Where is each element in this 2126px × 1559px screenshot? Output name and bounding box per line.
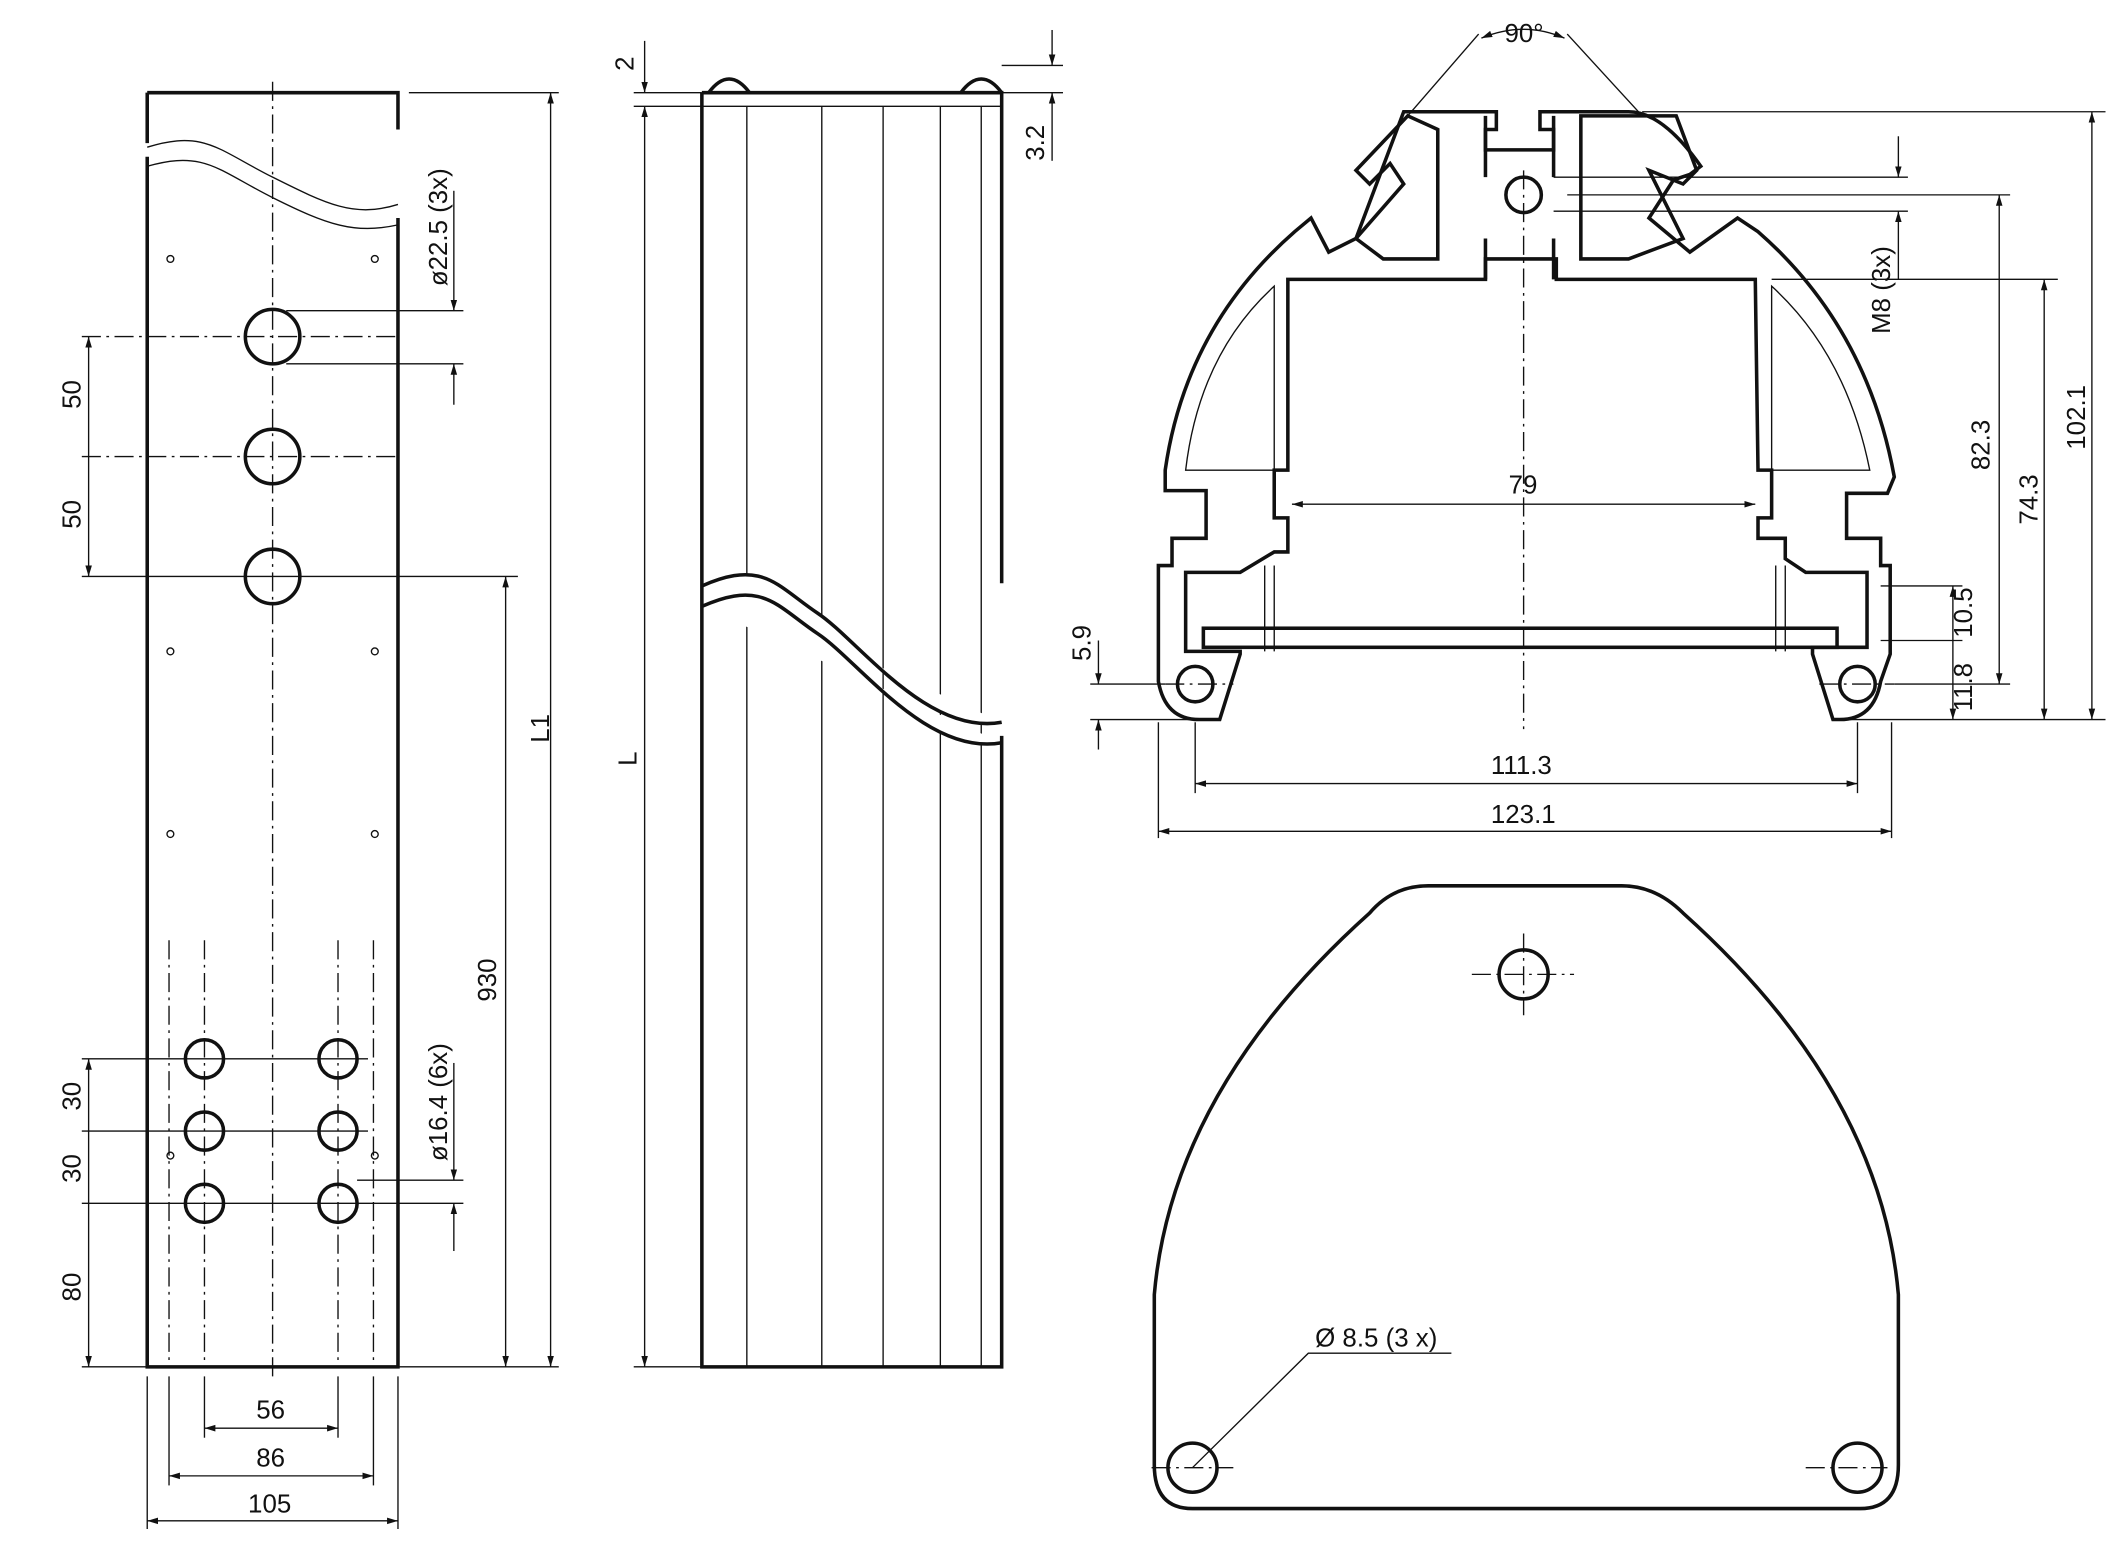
dim-74-3: 74.3	[2015, 474, 2043, 524]
mounting-dot	[370, 1151, 379, 1160]
hole-label: Ø 8.5 (3 x)	[1315, 1324, 1437, 1352]
profile-section: 90° M8 (3x) 82.3 74.3 102.1 10.5 11.8 79…	[1068, 20, 2106, 839]
dim-bottom-offset: 80	[58, 1273, 86, 1302]
dim-pitch-4: 30	[58, 1154, 86, 1183]
dim-L1: L1	[527, 714, 555, 743]
front-view: 50 50 ø22.5 (3x) 30 30 80 ø16.4 (6x) 930…	[58, 81, 559, 1530]
mounting-dot	[166, 647, 175, 656]
mounting-dot	[370, 254, 379, 264]
dim-11-8: 11.8	[1950, 663, 1978, 711]
dim-5-9: 5.9	[1068, 625, 1096, 661]
dim-86: 86	[256, 1444, 285, 1472]
dim-79: 79	[1509, 471, 1538, 499]
end-plate: Ø 8.5 (3 x)	[1151, 884, 1901, 1511]
mounting-dot	[370, 647, 379, 656]
dim-pitch-2: 50	[58, 500, 86, 529]
dim-angle: 90°	[1505, 20, 1544, 48]
dim-large-hole-diameter: ø22.5 (3x)	[425, 168, 453, 286]
mounting-dot	[166, 254, 175, 264]
side-view: 2 L 3.2	[612, 29, 1063, 1369]
dim-111-3: 111.3	[1491, 752, 1552, 780]
dim-82-3: 82.3	[1968, 420, 1996, 470]
dim-56: 56	[256, 1397, 285, 1425]
mounting-dot	[166, 1151, 175, 1160]
dim-123-1: 123.1	[1491, 801, 1556, 829]
dim-L: L	[614, 751, 642, 765]
dim-3-2: 3.2	[1022, 125, 1050, 161]
thread-label: M8 (3x)	[1868, 246, 1896, 334]
dim-105: 105	[248, 1491, 291, 1519]
dim-pitch-1: 50	[58, 380, 86, 409]
mounting-dot	[166, 829, 175, 839]
dim-102-1: 102.1	[2063, 385, 2091, 450]
dim-2: 2	[612, 56, 640, 70]
dim-10-5: 10.5	[1950, 587, 1978, 637]
dim-small-hole-diameter: ø16.4 (6x)	[425, 1043, 453, 1161]
dim-930: 930	[474, 958, 502, 1001]
mounting-dot	[370, 829, 379, 839]
dim-pitch-3: 30	[58, 1082, 86, 1111]
